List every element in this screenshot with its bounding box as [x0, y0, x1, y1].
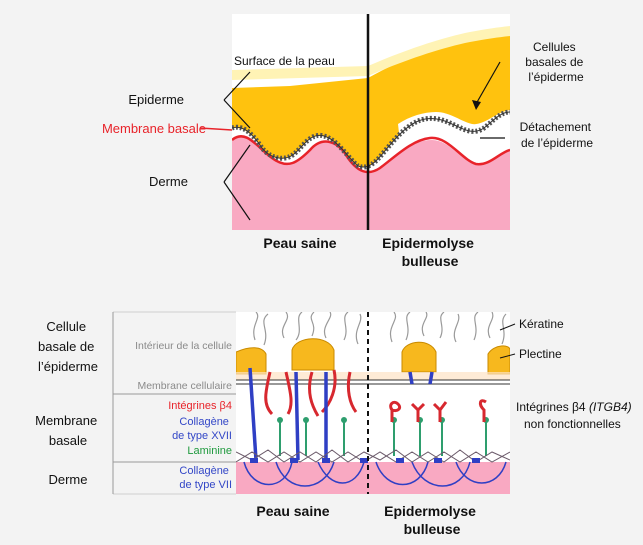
bottom-caption-left: Peau saine	[256, 503, 329, 519]
label-integrines: Intégrines β4	[168, 400, 232, 412]
label-derme: Derme	[149, 174, 188, 189]
label-detachement: Détachement de l’épiderme	[520, 120, 595, 150]
label-derme-bottom: Derme	[48, 472, 87, 487]
top-caption-left: Peau saine	[263, 235, 336, 251]
label-membrane-basale: Membrane basale	[102, 121, 206, 136]
label-collagene-vii: Collagène de type VII	[179, 465, 232, 491]
label-collagene-xvii: Collagène de type XVII	[172, 416, 232, 442]
label-surface: Surface de la peau	[234, 54, 335, 68]
top-panel	[200, 14, 510, 230]
label-keratine: Kératine	[519, 317, 564, 331]
label-membrane-cellulaire: Membrane cellulaire	[137, 380, 232, 392]
label-laminine: Laminine	[187, 445, 232, 457]
label-plectine: Plectine	[519, 347, 562, 361]
label-integrines-nf-2: non fonctionnelles	[524, 417, 621, 431]
bottom-caption-right: Epidermolyse bulleuse	[384, 503, 480, 537]
label-epiderme: Epiderme	[128, 92, 184, 107]
top-caption-right: Epidermolyse bulleuse	[382, 235, 478, 269]
label-cellule-basale: Cellule basale de l’épiderme	[38, 319, 98, 374]
label-cellules-basales: Cellules basales de l’épiderme	[525, 40, 586, 84]
label-membrane-basale-bottom: Membrane basale	[35, 413, 101, 448]
label-integrines-nf: Intégrines β4 (ITGB4)	[516, 400, 632, 414]
label-interieur-cellule: Intérieur de la cellule	[135, 340, 232, 352]
